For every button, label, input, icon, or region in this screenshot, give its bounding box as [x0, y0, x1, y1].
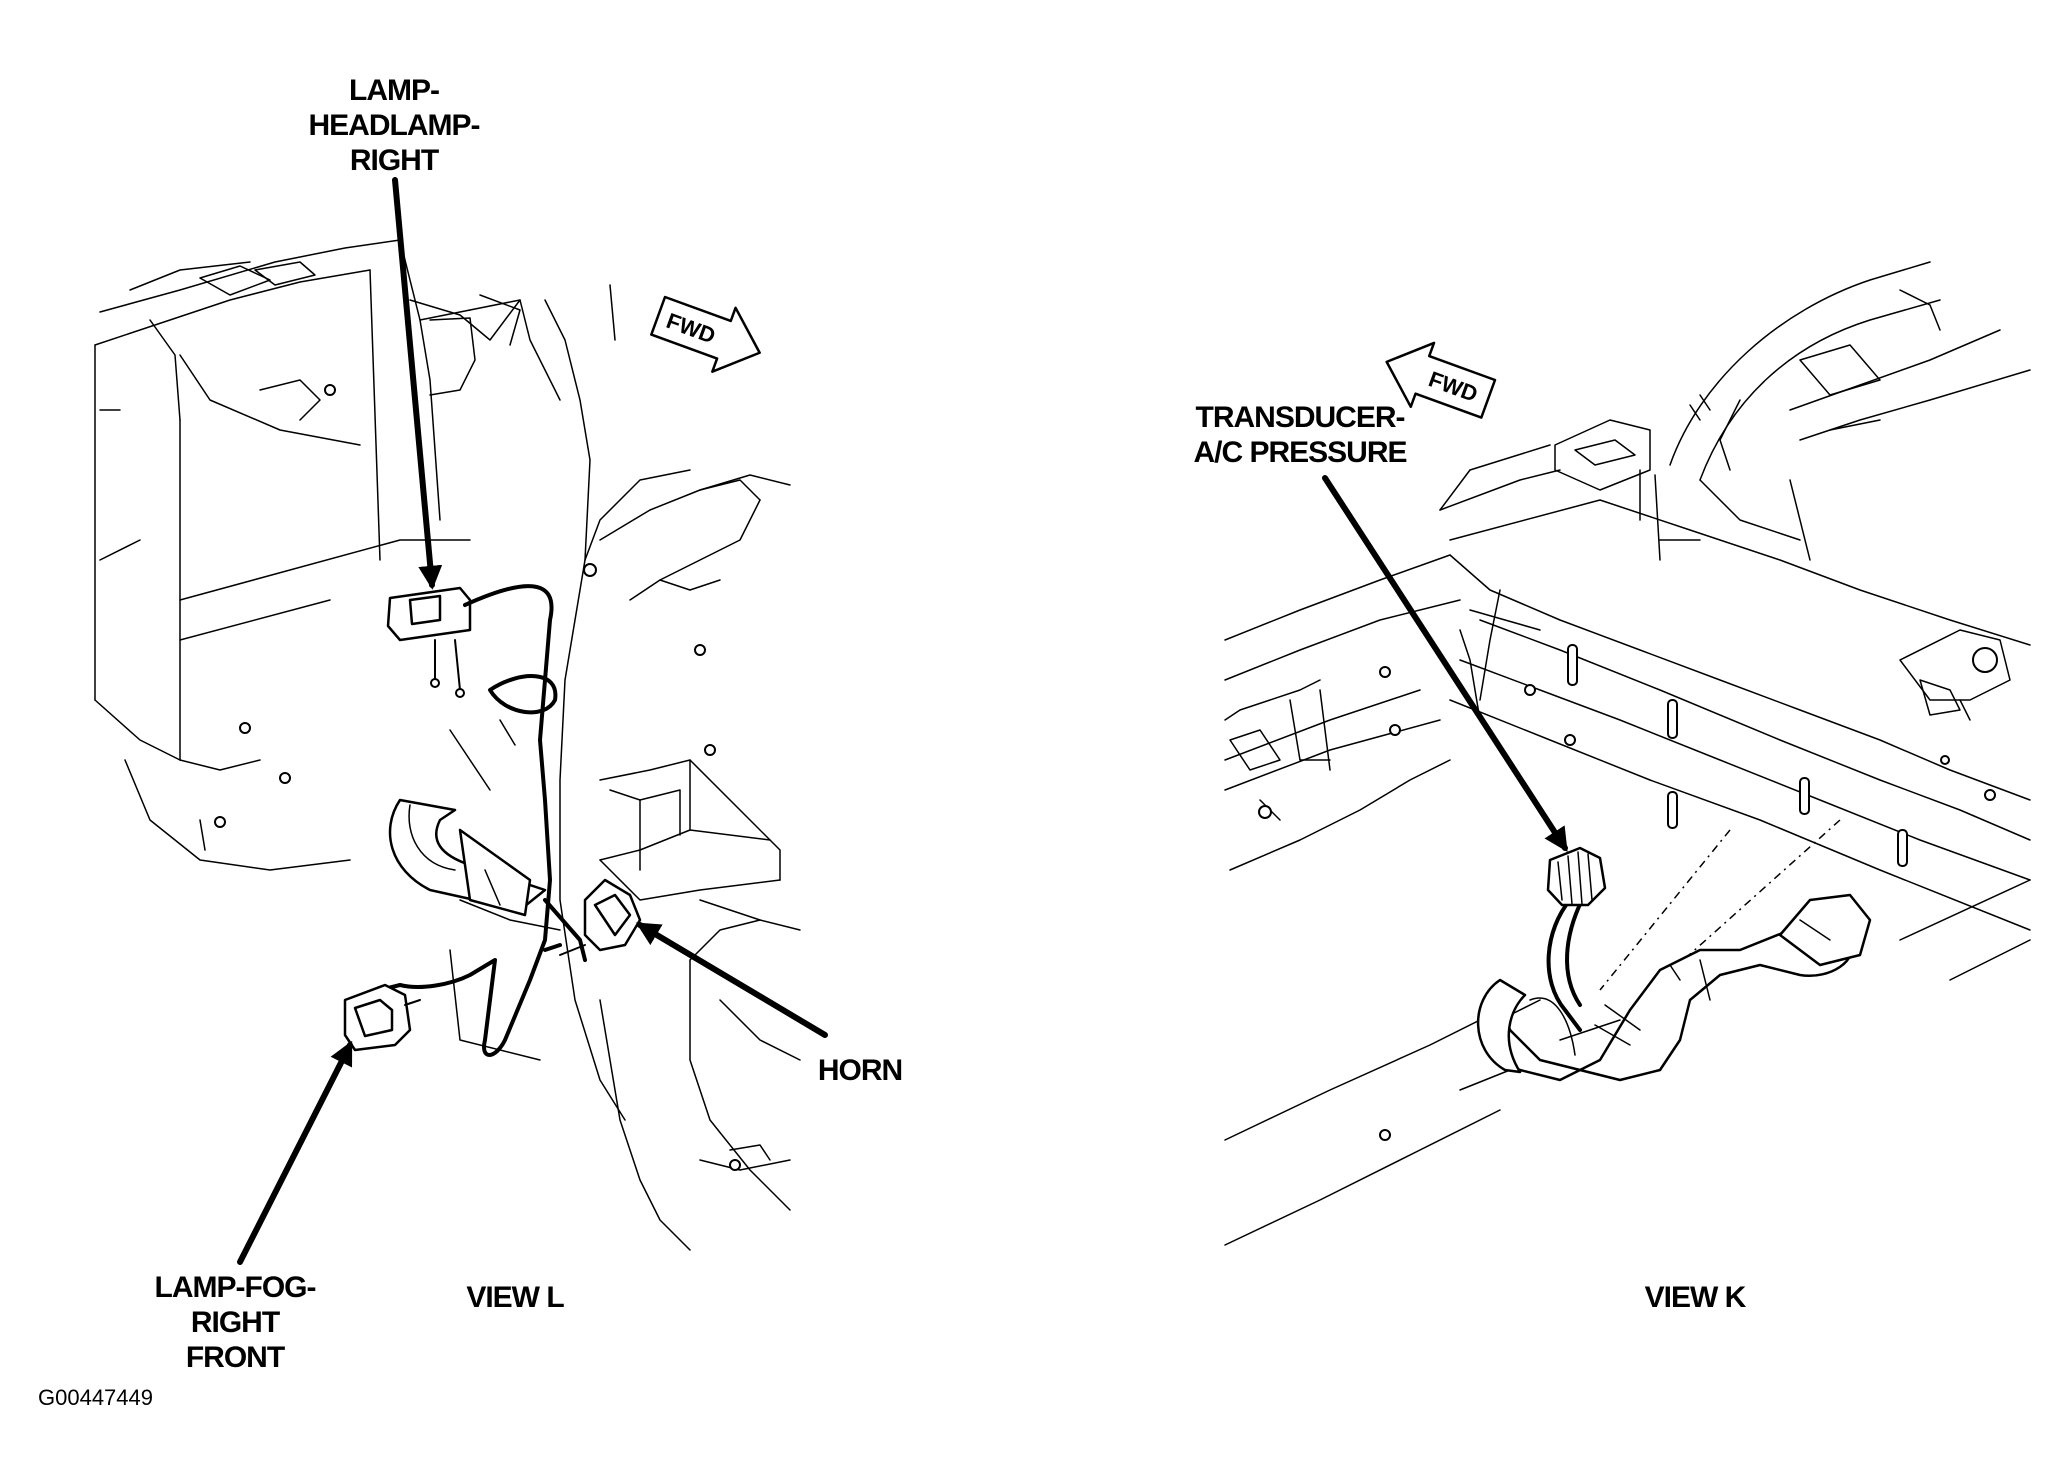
fog-lamp-callout-line2: RIGHT [191, 1306, 280, 1339]
headlamp-connector [386, 586, 472, 698]
headlamp-callout-line3: RIGHT [350, 144, 439, 177]
view-k-fwd-arrow: FWD [1385, 341, 1497, 419]
horn-callout: HORN [818, 1054, 902, 1087]
leader-arrow-icon [237, 1040, 353, 1265]
fog-lamp-connector [343, 983, 421, 1052]
fog-lamp-callout-line3: FRONT [186, 1341, 285, 1374]
headlamp-callout-line1: LAMP- [349, 74, 439, 107]
leader-arrow-icon [1322, 475, 1568, 853]
view-l-drawing: FWD LAMP- HEADLAMP- RIGHT HORN LAMP-FOG-… [94, 74, 903, 1374]
view-k-body-structure [1224, 261, 2031, 1246]
view-k-ac-hoses [1476, 893, 1872, 1082]
view-k-transducer-wiring [1546, 898, 1584, 1032]
headlamp-callout-line2: HEADLAMP- [309, 109, 480, 142]
transducer-callout-line1: TRANSDUCER- [1196, 401, 1405, 434]
view-k-title: VIEW K [1645, 1281, 1747, 1314]
view-l-title: VIEW L [466, 1281, 564, 1314]
fog-lamp-callout-line1: LAMP-FOG- [155, 1271, 316, 1304]
transducer-callout-line2: A/C PRESSURE [1193, 436, 1406, 469]
ac-pressure-transducer [1546, 846, 1607, 907]
leader-arrow-icon [392, 177, 443, 590]
view-l-body-structure [94, 239, 801, 1251]
figure-id: G00447449 [38, 1385, 153, 1410]
view-l-radiator-hose [388, 798, 547, 917]
view-l-wiring-harness [378, 584, 587, 1057]
horn-connector [559, 878, 642, 956]
fwd-arrow-icon [1385, 341, 1497, 419]
leader-arrow-icon [635, 922, 828, 1038]
view-l-fwd-arrow: FWD [650, 295, 761, 373]
view-k-centerlines [1599, 819, 1841, 991]
view-k-drawing: FWD TRANSDUCER- A/C PRESSURE VIEW K [1193, 261, 2031, 1314]
view-l-leaders [237, 177, 828, 1265]
fwd-arrow-icon [650, 295, 761, 373]
